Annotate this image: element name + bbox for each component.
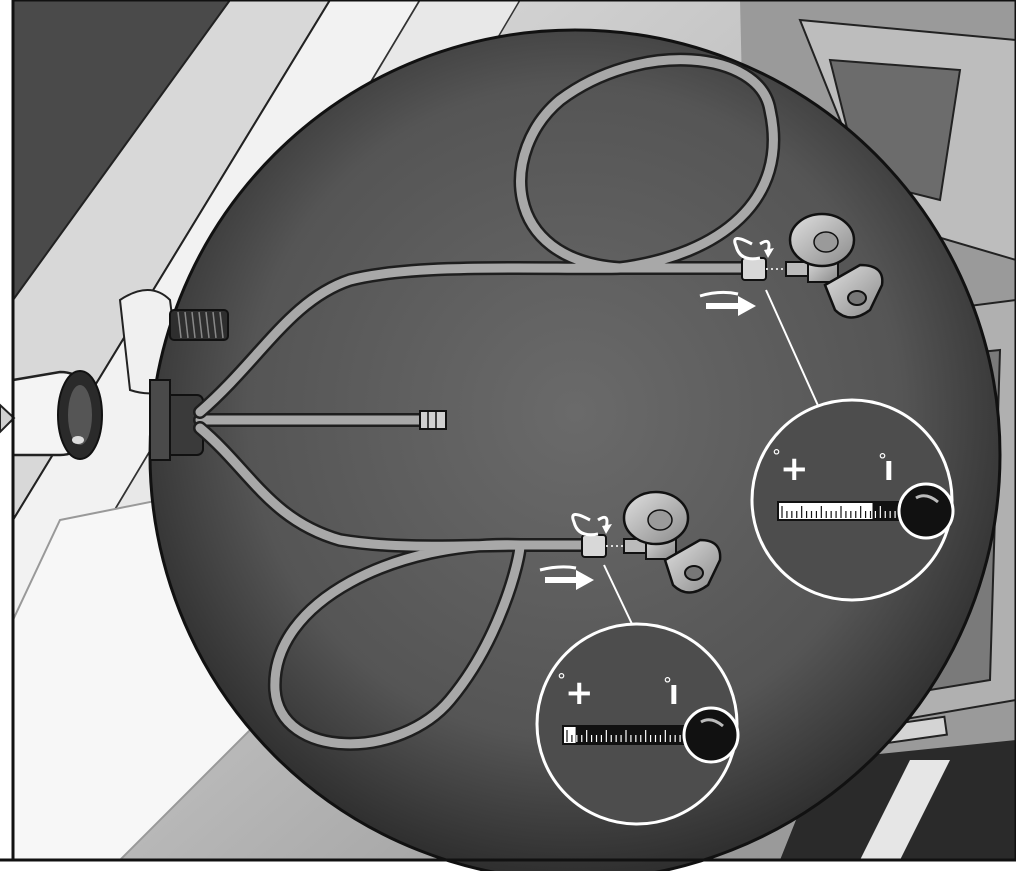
hot-symbol-icon: + [780,449,809,489]
temperature-gauge-callout-top: +°I° [752,400,953,600]
thermometer-bulb [899,484,953,538]
hot-degree-mark: ° [557,670,566,691]
hot-symbol-icon: + [565,673,594,713]
hot-degree-mark: ° [772,446,781,467]
cold-degree-mark: ° [663,674,672,695]
thermometer-fill [576,726,689,744]
thermometer-bulb [684,708,738,762]
temperature-gauge-callout-bottom: +°I° [537,624,738,824]
cold-degree-mark: ° [878,450,887,471]
drain-hose-end-fitting [420,411,446,429]
